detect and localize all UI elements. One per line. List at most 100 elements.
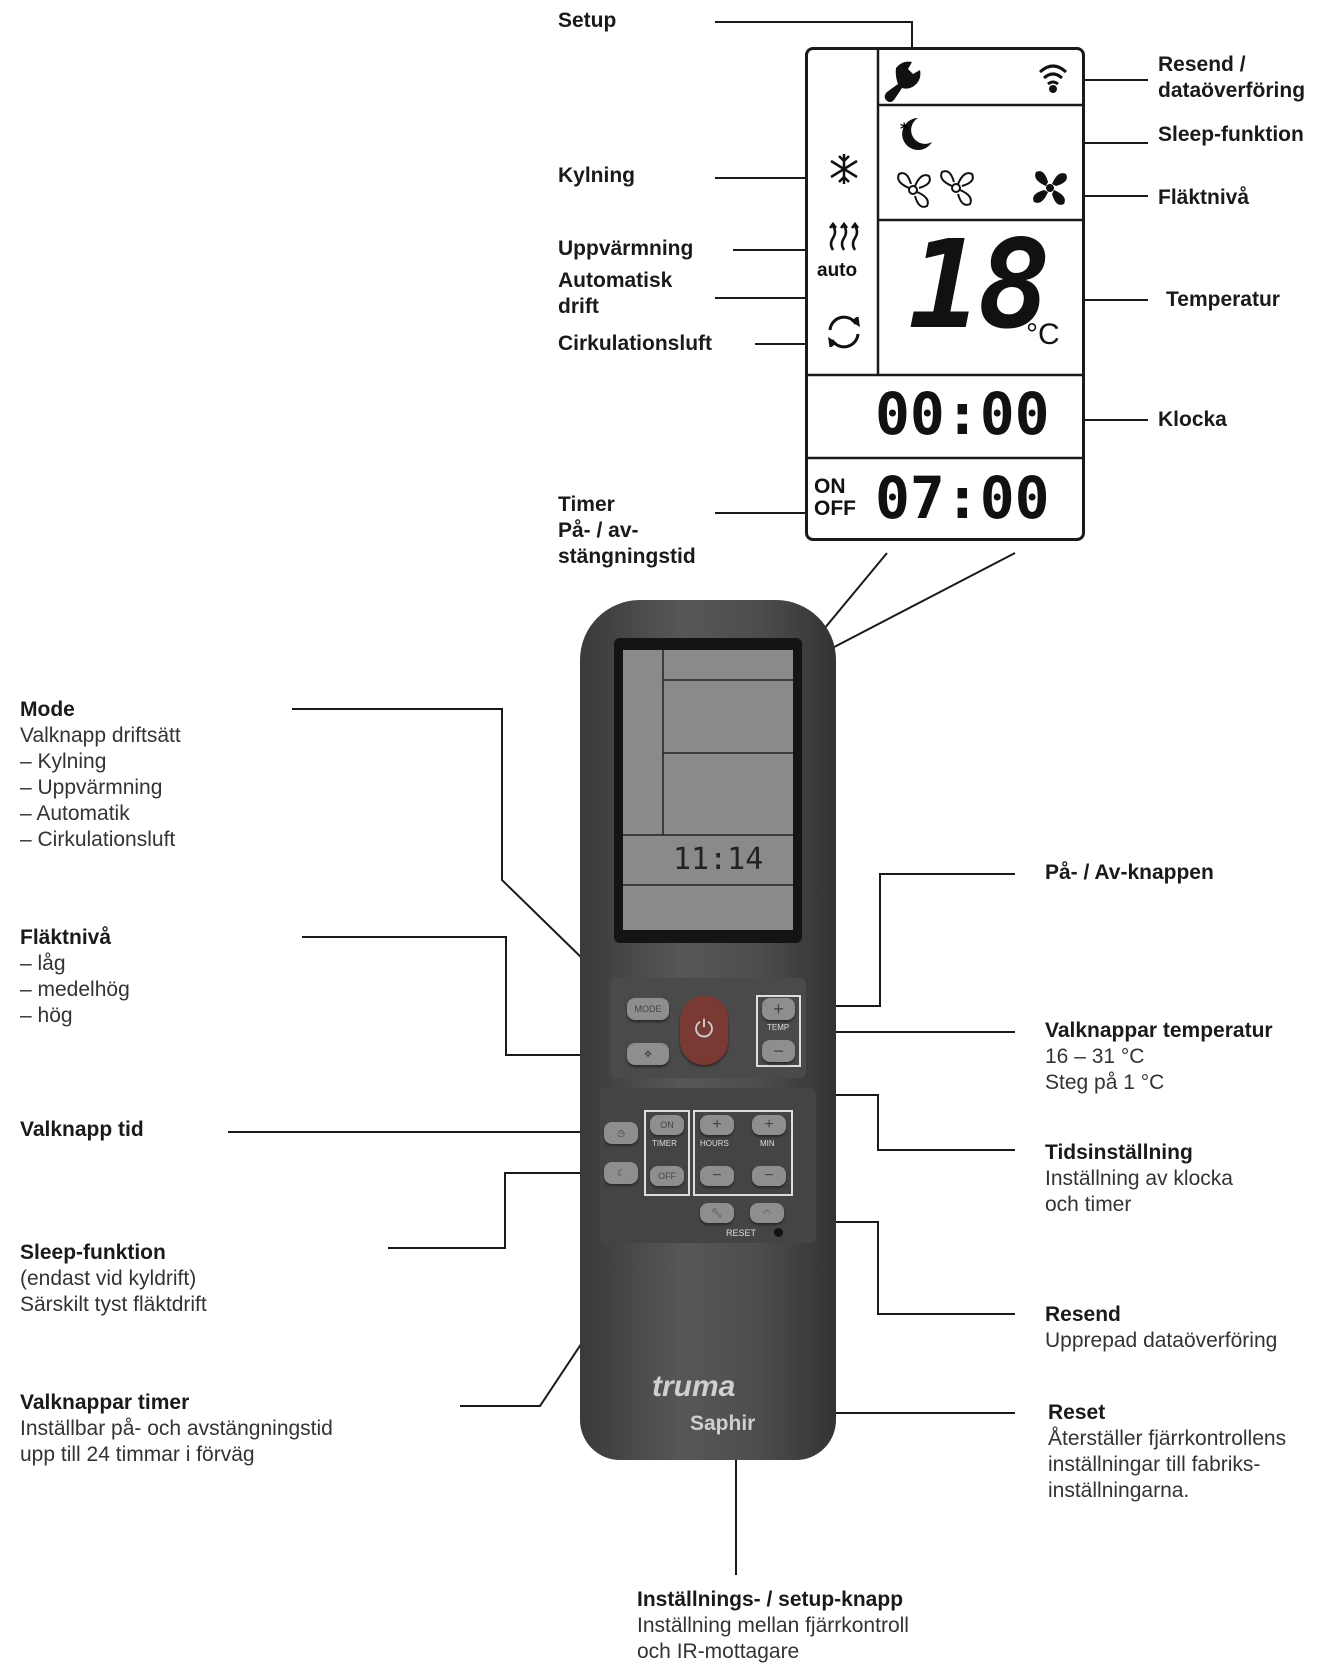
callout-flaktniva-line: – medelhög bbox=[20, 978, 130, 1001]
callout-mode-line: – Cirkulationsluft bbox=[20, 828, 176, 851]
brand-logo: truma bbox=[652, 1370, 736, 1403]
callout-temp-title: Valknappar temperatur bbox=[1045, 1019, 1273, 1042]
lcd-on-text: ON bbox=[814, 475, 846, 498]
callout-reset-title: Reset bbox=[1048, 1401, 1106, 1424]
recirculation-icon bbox=[828, 315, 860, 349]
resend-wifi-icon: ◠ bbox=[763, 1207, 771, 1218]
wrench-icon bbox=[884, 61, 921, 102]
callout-setup-title: Inställnings- / setup-knapp bbox=[637, 1588, 904, 1611]
label-timer: Timer På- / av- stängningstid bbox=[558, 492, 696, 570]
time-button-frame bbox=[693, 1110, 793, 1196]
min-minus-button[interactable]: − bbox=[752, 1166, 786, 1186]
lcd-off-text: OFF bbox=[814, 497, 856, 520]
callout-temp-line: 16 – 31 °C bbox=[1045, 1045, 1145, 1068]
power-icon: ⏻ bbox=[694, 1016, 714, 1043]
reset-pinhole[interactable] bbox=[774, 1228, 783, 1237]
remote-screen-grid bbox=[623, 650, 793, 886]
snowflake-icon bbox=[830, 154, 858, 184]
label-flaktniva-top: Fläktnivå bbox=[1158, 186, 1250, 209]
callout-flaktniva-line: – låg bbox=[20, 952, 66, 975]
callout-sleep-title: Sleep-funktion bbox=[20, 1241, 166, 1264]
mode-button[interactable]: MODE bbox=[627, 998, 669, 1020]
label-timer-line-1: Timer bbox=[558, 493, 615, 516]
lcd-auto-text: auto bbox=[817, 260, 858, 281]
remote-screen: 11:14 bbox=[614, 638, 802, 943]
label-uppvarmning: Uppvärmning bbox=[558, 237, 694, 260]
callout-tid: Tidsinställning Inställning av klocka oc… bbox=[1045, 1140, 1233, 1218]
callout-reset-line: Återställer fjärrkontrollens bbox=[1048, 1427, 1287, 1450]
callout-resend: Resend Upprepad dataöverföring bbox=[1045, 1302, 1277, 1354]
hours-plus-button[interactable]: + bbox=[700, 1115, 734, 1135]
label-resend-top: Resend / dataöverföring bbox=[1158, 52, 1305, 104]
sleep-moon-icon: * bbox=[900, 118, 932, 150]
callout-reset: Reset Återställer fjärrkontrollens instä… bbox=[1048, 1400, 1286, 1504]
timer-label: TIMER bbox=[652, 1139, 677, 1148]
temp-label: TEMP bbox=[767, 1023, 790, 1032]
callout-power: På- / Av-knappen bbox=[1045, 860, 1214, 886]
lcd-display: * auto 18 °C 00:00 ON OFF 07 bbox=[805, 47, 1085, 541]
timer-on-button[interactable]: ON bbox=[650, 1115, 684, 1135]
model-name: Saphir bbox=[690, 1412, 756, 1435]
lcd-temperature-unit: °C bbox=[1026, 318, 1060, 351]
callout-tid-line: Inställning av klocka bbox=[1045, 1167, 1233, 1190]
wifi-icon bbox=[1038, 64, 1068, 93]
sleep-icon: ☾ bbox=[616, 1167, 626, 1178]
power-button[interactable]: ⏻ bbox=[680, 995, 728, 1065]
lcd-timer-value: 07:00 bbox=[875, 464, 1050, 532]
heat-icon bbox=[829, 221, 859, 251]
callout-timers: Valknappar timer Inställbar på- och avst… bbox=[20, 1390, 333, 1468]
callout-mode-line: – Uppvärmning bbox=[20, 776, 163, 799]
fan-medium-icon bbox=[940, 170, 974, 206]
callout-temp: Valknappar temperatur 16 – 31 °C Steg på… bbox=[1045, 1018, 1273, 1096]
temp-plus-button[interactable]: + bbox=[762, 998, 795, 1020]
remote-control: 11:14 MODE ✥ ⏻ + TEMP − ◷ ☾ ON TIMER OFF… bbox=[580, 600, 836, 1460]
timer-button-frame bbox=[644, 1110, 690, 1196]
remote-screen-clock: 11:14 bbox=[673, 842, 764, 877]
label-resend-line-2: dataöverföring bbox=[1158, 79, 1306, 102]
callout-timers-title: Valknappar timer bbox=[20, 1391, 190, 1414]
fan-low-icon bbox=[897, 172, 931, 208]
setup-button[interactable]: 🔧︎ bbox=[700, 1203, 734, 1223]
svg-text:*: * bbox=[900, 119, 909, 138]
label-timer-line-2: På- / av- bbox=[558, 519, 639, 542]
reset-label: RESET bbox=[726, 1228, 757, 1238]
label-automatisk-line-1: Automatisk bbox=[558, 269, 673, 292]
min-label: MIN bbox=[760, 1139, 775, 1148]
callout-setup-line: Inställning mellan fjärrkontroll bbox=[637, 1614, 909, 1637]
callout-mode-line: Valknapp driftsätt bbox=[20, 724, 181, 747]
callout-mode-line: – Kylning bbox=[20, 750, 107, 773]
callout-flaktniva-title: Fläktnivå bbox=[20, 926, 112, 949]
hours-minus-button[interactable]: − bbox=[700, 1166, 734, 1186]
remote-screen-lcd: 11:14 bbox=[623, 650, 793, 930]
timer-off-button[interactable]: OFF bbox=[650, 1166, 684, 1186]
fan-button-icon: ✥ bbox=[644, 1048, 652, 1059]
callout-mode: Mode Valknapp driftsätt – Kylning – Uppv… bbox=[20, 697, 181, 853]
callout-setup: Inställnings- / setup-knapp Inställning … bbox=[637, 1587, 909, 1665]
label-klocka: Klocka bbox=[1158, 408, 1227, 431]
callout-timers-line: upp till 24 timmar i förväg bbox=[20, 1443, 255, 1466]
resend-button[interactable]: ◠ bbox=[750, 1203, 784, 1223]
callout-reset-line: inställningarna. bbox=[1048, 1479, 1190, 1502]
callout-flaktniva-line: – hög bbox=[20, 1004, 73, 1027]
fan-button[interactable]: ✥ bbox=[627, 1043, 669, 1065]
min-plus-button[interactable]: + bbox=[752, 1115, 786, 1135]
clock-button[interactable]: ◷ bbox=[604, 1122, 638, 1144]
temp-minus-button[interactable]: − bbox=[762, 1040, 795, 1062]
callout-mode-line: – Automatik bbox=[20, 802, 130, 825]
label-resend-line-1: Resend / bbox=[1158, 53, 1246, 76]
callout-mode-title: Mode bbox=[20, 698, 75, 721]
label-automatisk-line-2: drift bbox=[558, 295, 599, 318]
sleep-button[interactable]: ☾ bbox=[604, 1162, 638, 1184]
label-kylning: Kylning bbox=[558, 164, 635, 187]
callout-reset-line: inställningar till fabriks- bbox=[1048, 1453, 1261, 1476]
callout-valknapp-tid: Valknapp tid bbox=[20, 1117, 144, 1143]
callout-resend-line: Upprepad dataöverföring bbox=[1045, 1329, 1278, 1352]
temp-button-frame bbox=[756, 995, 801, 1067]
label-sleep: Sleep-funktion bbox=[1158, 123, 1304, 146]
clock-icon: ◷ bbox=[617, 1127, 625, 1138]
lcd-temperature-value: 18 bbox=[908, 214, 1051, 356]
setup-wrench-icon: 🔧︎ bbox=[711, 1207, 723, 1218]
callout-timers-line: Inställbar på- och avstängningstid bbox=[20, 1417, 333, 1440]
fan-high-icon bbox=[1033, 171, 1067, 205]
callout-setup-line: och IR-mottagare bbox=[637, 1640, 800, 1663]
